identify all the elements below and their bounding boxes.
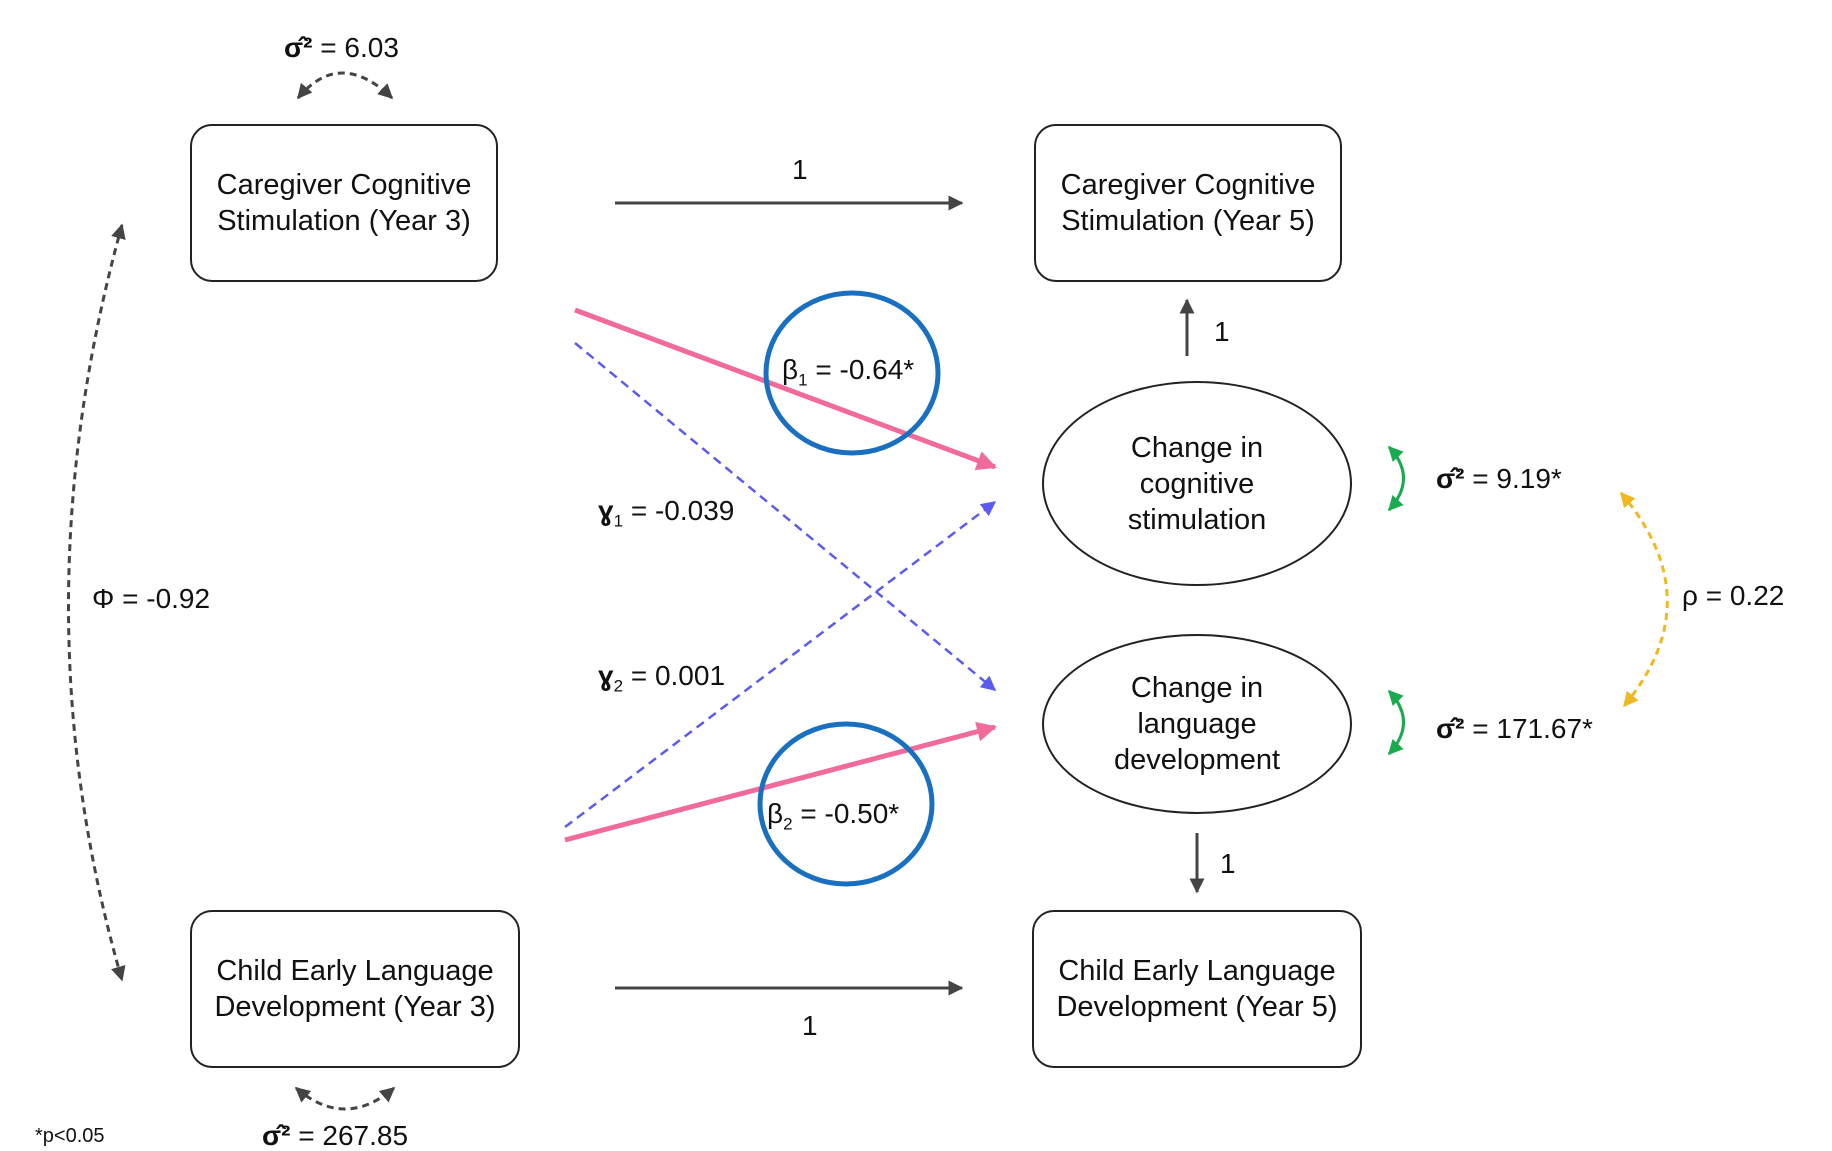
beta1-highlight-circle (763, 290, 941, 456)
phi-covariance-arrow (67, 223, 126, 982)
gamma1-value: = -0.039 (630, 495, 735, 526)
variance-label-change-cog: σ̂² = 9.19* (1436, 465, 1562, 493)
sigma-symbol: σ̂² (1436, 713, 1465, 744)
variance-value: = 6.03 (320, 32, 399, 63)
variance-label-change-lang: σ̂² = 171.67* (1436, 715, 1593, 743)
beta1-path (574, 307, 997, 471)
gamma2-subscript: 2 (613, 676, 624, 696)
sigma-symbol: σ̂² (1436, 463, 1465, 494)
sigma-symbol: σ̂² (284, 32, 313, 63)
beta2-symbol: β (767, 798, 784, 829)
beta2-path (564, 721, 997, 843)
beta2-value: = -0.50* (800, 798, 900, 829)
beta2-subscript: 2 (783, 814, 793, 834)
beta1-label: β1 = -0.64* (782, 356, 914, 389)
variance-arrow-lang-y3 (294, 1086, 396, 1111)
gamma1-label: ɣ1 = -0.039 (598, 497, 734, 530)
beta2-highlight-circle (757, 721, 935, 887)
sigma-symbol: σ̂² (262, 1120, 291, 1151)
beta1-symbol: β (782, 354, 799, 385)
path-label-change-cog: 1 (1214, 316, 1230, 347)
path-label-change-lang: 1 (1220, 848, 1236, 879)
variance-arrow-change-cog (1387, 445, 1405, 512)
variance-label-cs-y3: σ̂² = 6.03 (284, 34, 399, 62)
gamma1-symbol: ɣ (598, 495, 614, 526)
beta2-label: β2 = -0.50* (767, 800, 899, 833)
phi-label: Φ = -0.92 (92, 583, 211, 614)
variance-label-lang-y3: σ̂² = 267.85 (262, 1122, 408, 1150)
variance-arrow-change-lang (1387, 689, 1405, 756)
gamma2-value: = 0.001 (630, 660, 726, 691)
variance-value: = 267.85 (298, 1120, 409, 1151)
node-language-y3: Child Early Language Development (Year 3… (190, 910, 520, 1068)
rho-label: ρ = 0.22 (1682, 580, 1785, 611)
beta1-value: = -0.64* (815, 354, 915, 385)
variance-value: = 9.19* (1472, 463, 1562, 494)
variance-arrow-cs-y3 (296, 71, 394, 100)
variance-value: = 171.67* (1472, 713, 1593, 744)
beta1-subscript: 1 (798, 370, 808, 390)
path-label-lang: 1 (802, 1010, 818, 1041)
node-change-cognitive: Change in cognitive stimulation (1042, 381, 1352, 586)
path-label-cs: 1 (792, 154, 808, 185)
gamma2-symbol: ɣ (598, 660, 614, 691)
node-language-y5: Child Early Language Development (Year 5… (1032, 910, 1362, 1068)
node-change-language: Change in language development (1042, 634, 1352, 814)
gamma1-subscript: 1 (613, 511, 624, 531)
significance-footnote: *p<0.05 (35, 1125, 105, 1147)
node-caregiver-stimulation-y3: Caregiver Cognitive Stimulation (Year 3) (190, 124, 498, 282)
gamma2-label: ɣ2 = 0.001 (598, 662, 725, 695)
gamma1-path (574, 342, 997, 691)
rho-covariance-arrow (1619, 491, 1669, 708)
node-caregiver-stimulation-y5: Caregiver Cognitive Stimulation (Year 5) (1034, 124, 1342, 282)
